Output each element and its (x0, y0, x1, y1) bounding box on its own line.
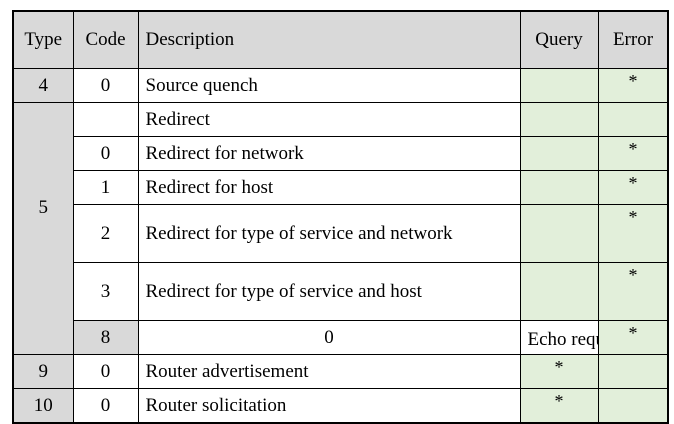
table-row: 4 0 Source quench * (12, 68, 669, 103)
query-cell: * (519, 388, 599, 424)
description-cell: Router advertisement (137, 354, 521, 389)
table-row: 5 Redirect (12, 102, 669, 355)
header-query: Query (519, 10, 599, 69)
description-cell: Redirect for type of service and network (137, 204, 521, 263)
table-row: 9 0 Router advertisement * (12, 354, 669, 389)
table-row: 3 Redirect for type of service and host … (13, 262, 669, 321)
table-row: 1 Redirect for host * (13, 170, 669, 205)
type-cell: 10 (12, 388, 74, 424)
description-cell: Echo request (ping 요청) (519, 320, 599, 355)
code-cell: 2 (72, 204, 139, 263)
type-cell: 4 (12, 68, 74, 103)
error-cell: * (597, 68, 669, 103)
query-cell (519, 136, 599, 171)
description-cell: Redirect (137, 102, 521, 137)
description-cell: Redirect for network (137, 136, 521, 171)
code-cell: 0 (137, 320, 521, 355)
header-description: Description (137, 10, 521, 69)
icmp-message-table: Type Code Description Query Error 4 0 So… (12, 10, 669, 424)
description-cell: Redirect for type of service and host (137, 262, 521, 321)
error-cell (597, 354, 669, 389)
table-row: 8 0 Echo request (ping 요청) * (13, 320, 669, 355)
query-cell (519, 204, 599, 263)
header-code: Code (72, 10, 139, 69)
query-cell (519, 170, 599, 205)
query-cell: * (597, 320, 669, 355)
description-cell: Redirect for host (137, 170, 521, 205)
header-error: Error (597, 10, 669, 69)
code-cell: 0 (72, 136, 139, 171)
type-cell: 9 (12, 354, 74, 389)
query-cell (519, 68, 599, 103)
code-cell: 3 (72, 262, 139, 321)
type-cell: 5 (12, 102, 74, 355)
query-cell (519, 102, 599, 137)
code-cell (72, 102, 139, 137)
error-cell (597, 388, 669, 424)
error-cell: * (597, 204, 669, 263)
code-cell: 0 (72, 388, 139, 424)
query-cell: * (519, 354, 599, 389)
code-cell: 0 (72, 354, 139, 389)
error-cell: * (597, 170, 669, 205)
code-cell: 1 (72, 170, 139, 205)
code-cell: 0 (72, 68, 139, 103)
query-cell (519, 262, 599, 321)
table-header-row: Type Code Description Query Error (12, 10, 669, 69)
header-type: Type (12, 10, 74, 69)
description-cell: Source quench (137, 68, 521, 103)
error-cell (597, 102, 669, 137)
table-row: 2 Redirect for type of service and netwo… (13, 204, 669, 263)
table-row: 10 0 Router solicitation * (12, 388, 669, 424)
type-cell: 8 (72, 320, 139, 355)
table-row: 0 Redirect for network * (13, 136, 669, 171)
description-cell: Router solicitation (137, 388, 521, 424)
error-cell: * (597, 136, 669, 171)
error-cell: * (597, 262, 669, 321)
